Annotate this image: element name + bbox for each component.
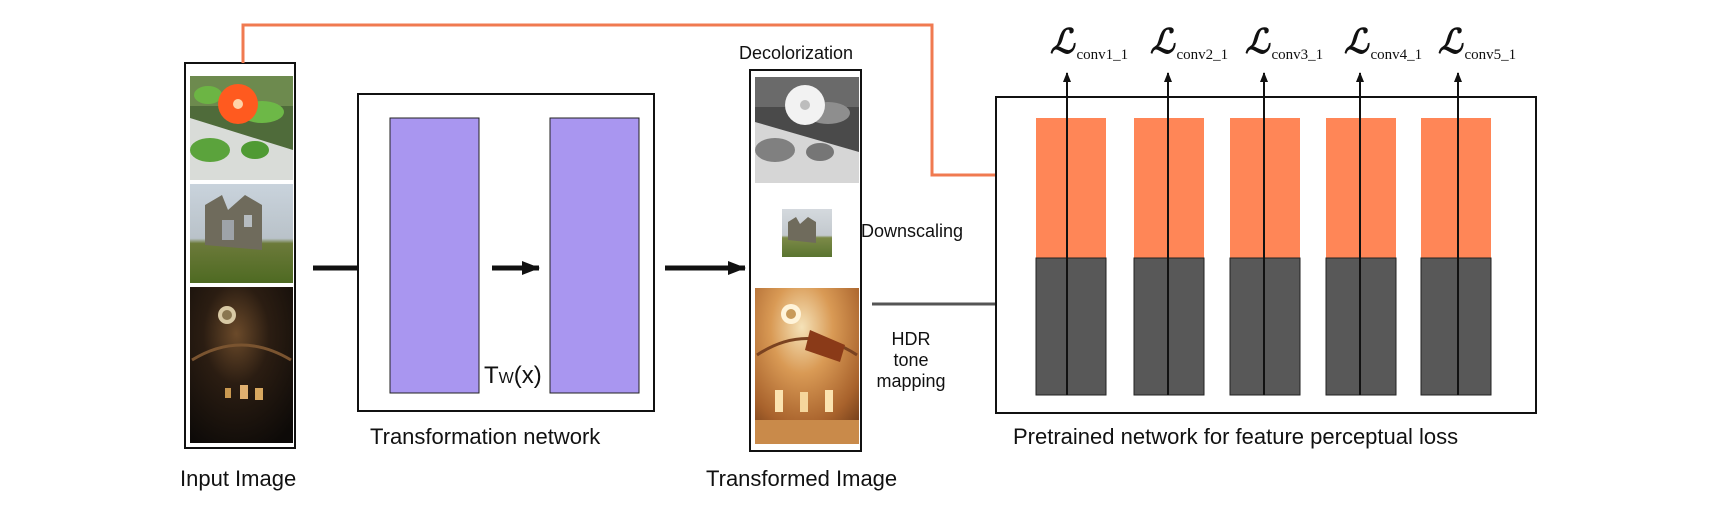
- transformed-image-panel: [749, 69, 862, 452]
- feature-block-orange-1: [1036, 118, 1106, 258]
- hdr-tone-mapping-label: HDR tone mapping: [876, 329, 946, 392]
- loss-symbol: ℒ: [1438, 22, 1463, 62]
- hdr-line-2: tone: [893, 350, 929, 370]
- dark-cathedral-photo: [190, 287, 293, 443]
- loss-subscript: conv3_1: [1271, 47, 1324, 63]
- loss-symbol: ℒ: [1245, 22, 1270, 62]
- transformed-image-caption: Transformed Image: [706, 466, 898, 491]
- feature-block-gray-5: [1420, 257, 1492, 396]
- tw-W-subscript: W: [498, 370, 514, 387]
- input-image-caption: Input Image: [180, 466, 297, 491]
- loss-subscript: conv5_1: [1464, 47, 1517, 63]
- decolorized-flower-photo: [755, 77, 859, 183]
- feature-block-gray-1: [1035, 257, 1107, 396]
- ruins-photo: [190, 184, 293, 283]
- transformation-network-caption: Transformation network: [370, 424, 601, 449]
- feature-blocks: [1035, 72, 1492, 396]
- loss-subscript: conv2_1: [1176, 47, 1229, 63]
- downscaling-label: Downscaling: [861, 221, 964, 241]
- loss-symbol: ℒ: [1050, 22, 1075, 62]
- pretrained-network-caption: Pretrained network for feature perceptua…: [1013, 424, 1459, 449]
- hdr-line-1: HDR: [891, 329, 931, 349]
- input-image-panel: [184, 62, 296, 449]
- decolorization-label: Decolorization: [739, 43, 854, 63]
- loss-subscript: conv4_1: [1370, 47, 1423, 63]
- tw-x-text: (x): [513, 362, 542, 389]
- loss-subscript: conv1_1: [1076, 47, 1129, 63]
- flower-photo: [190, 76, 293, 180]
- hdr-line-3: mapping: [876, 371, 946, 391]
- transformation-network-box: [357, 93, 655, 412]
- tw-of-x-label: TW(x): [484, 362, 542, 390]
- hdr-cathedral-photo: [755, 288, 859, 444]
- downscaled-ruins-photo: [782, 209, 832, 257]
- pretrained-network-box: [995, 72, 1537, 414]
- tw-T-text: T: [484, 362, 499, 389]
- feature-block-orange-5: [1421, 118, 1491, 258]
- conv-layer-block-2: [549, 117, 640, 394]
- loss-symbol: ℒ: [1344, 22, 1369, 62]
- skip-connection-arrow: [241, 23, 1024, 181]
- loss-symbol: ℒ: [1150, 22, 1175, 62]
- conv-layer-block-1: [389, 117, 480, 394]
